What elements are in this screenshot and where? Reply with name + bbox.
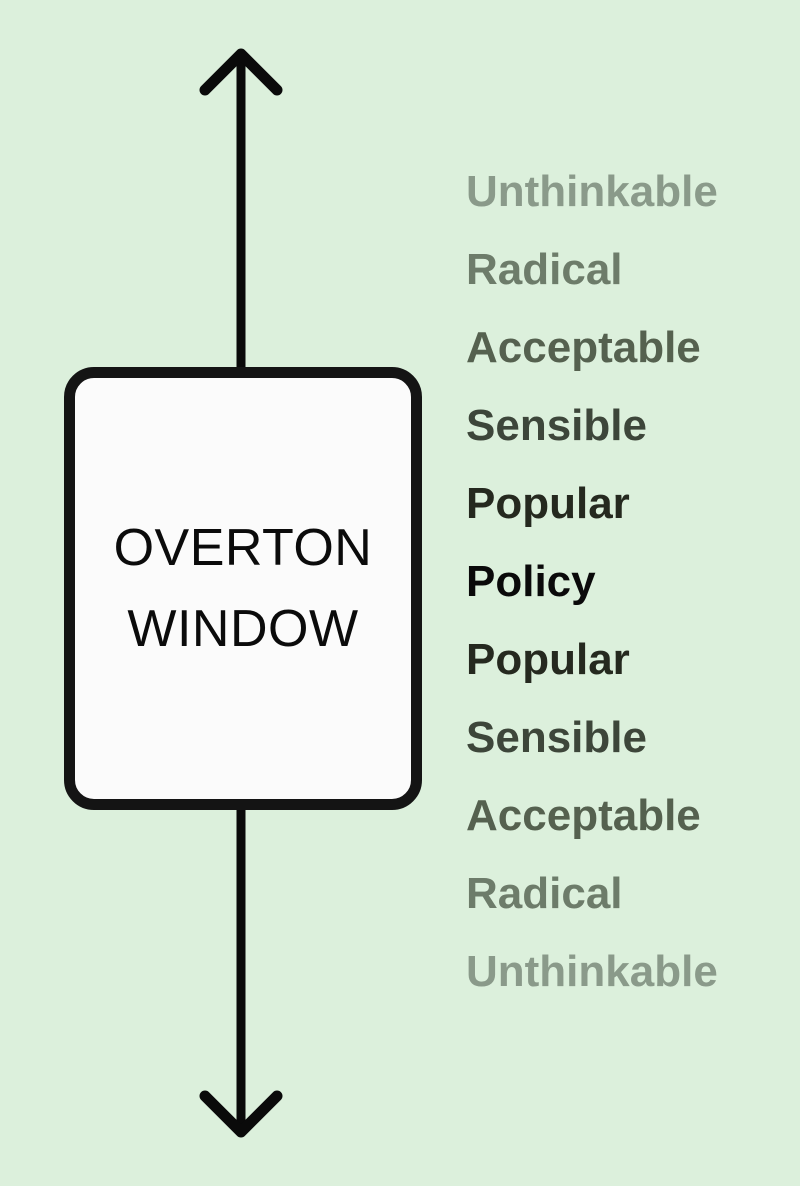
spectrum-label: Acceptable (466, 323, 701, 372)
arrow-head-up-icon (199, 48, 283, 96)
spectrum-label: Popular (466, 479, 630, 528)
spectrum-label: Acceptable (466, 791, 701, 840)
spectrum-label: Unthinkable (466, 947, 718, 996)
spectrum-label: Unthinkable (466, 167, 718, 216)
arrow-head-down-icon (199, 1090, 283, 1138)
spectrum-label: Radical (466, 245, 623, 294)
overton-window-box: OVERTON WINDOW (64, 367, 422, 810)
spectrum-label: Popular (466, 635, 630, 684)
spectrum-label: Radical (466, 869, 623, 918)
spectrum-label: Policy (466, 557, 596, 606)
overton-box-line-1: OVERTON (113, 518, 373, 577)
overton-box-line-2: WINDOW (127, 599, 359, 658)
spectrum-label: Sensible (466, 401, 647, 450)
spectrum-label: Sensible (466, 713, 647, 762)
